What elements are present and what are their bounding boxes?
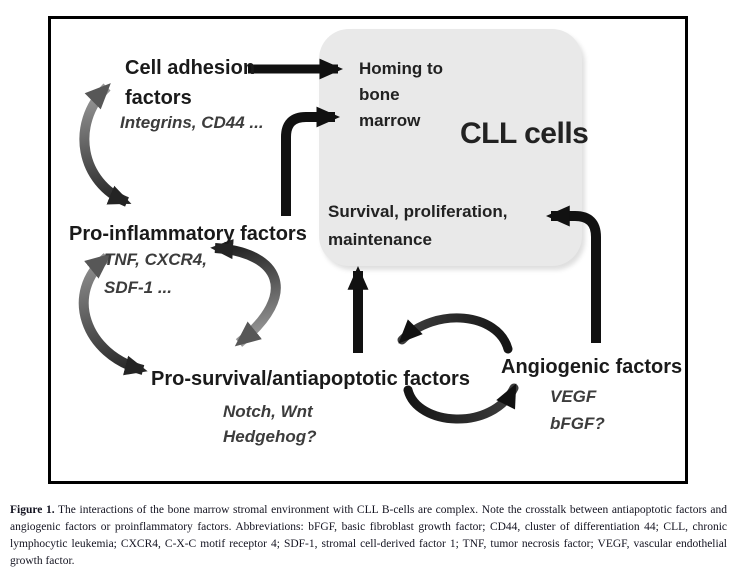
label-notch-wnt-hedgehog: Notch, Wnt Hedgehog? (223, 399, 317, 449)
figure-caption-label: Figure 1. (10, 503, 55, 516)
cycle-inflammatory-survival-left (78, 253, 148, 376)
figure-caption: Figure 1. The interactions of the bone m… (10, 502, 727, 570)
cll-cells-box (319, 29, 582, 266)
label-line: maintenance (328, 230, 432, 249)
label-line: bFGF? (550, 414, 605, 433)
cycle-survival-angiogenic-bottom (403, 383, 519, 424)
label-tnf-cxcr4-sdf1: TNF, CXCR4, SDF-1 ... (104, 246, 207, 302)
label-line: Survival, proliferation, (328, 202, 508, 221)
label-line: TNF, CXCR4, (104, 250, 207, 269)
figure-frame: Cell adhesion factors Integrins, CD44 ..… (48, 16, 688, 484)
label-line: bone (359, 85, 400, 104)
cycle-inflammatory-survival-right (210, 239, 281, 347)
label-line: Notch, Wnt (223, 402, 313, 421)
label-pro-survival-factors: Pro-survival/antiapoptotic factors (151, 368, 470, 390)
label-line: Homing to (359, 59, 444, 78)
cycle-adhesion-inflammatory (79, 83, 132, 207)
label-integrins-cd44: Integrins, CD44 ... (120, 113, 264, 132)
label-angiogenic-factors: Angiogenic factors (501, 356, 683, 378)
label-line: Hedgehog? (223, 427, 317, 446)
label-cll-cells: CLL cells (460, 117, 589, 150)
label-pro-inflammatory-factors: Pro-inflammatory factors (69, 223, 307, 245)
arrows-layer (78, 58, 601, 424)
label-survival-proliferation: Survival, proliferation, maintenance (328, 198, 508, 254)
label-line: Cell adhesion (125, 57, 256, 79)
label-vegf-bfgf: VEGF bFGF? (550, 383, 605, 437)
label-line: SDF-1 ... (104, 278, 173, 297)
label-homing-to-bone-marrow: Homing to bone marrow (359, 56, 443, 134)
arrow-proinflammatory-to-marrow (281, 106, 340, 216)
arrow-angiogenic-to-survival (546, 205, 601, 343)
figure-caption-text: The interactions of the bone marrow stro… (10, 503, 727, 567)
label-cell-adhesion-factors: Cell adhesion factors (125, 53, 255, 113)
label-line: marrow (359, 111, 421, 130)
label-line: VEGF (550, 387, 597, 406)
cycle-survival-angiogenic-top (397, 313, 513, 354)
label-line: factors (125, 87, 192, 109)
